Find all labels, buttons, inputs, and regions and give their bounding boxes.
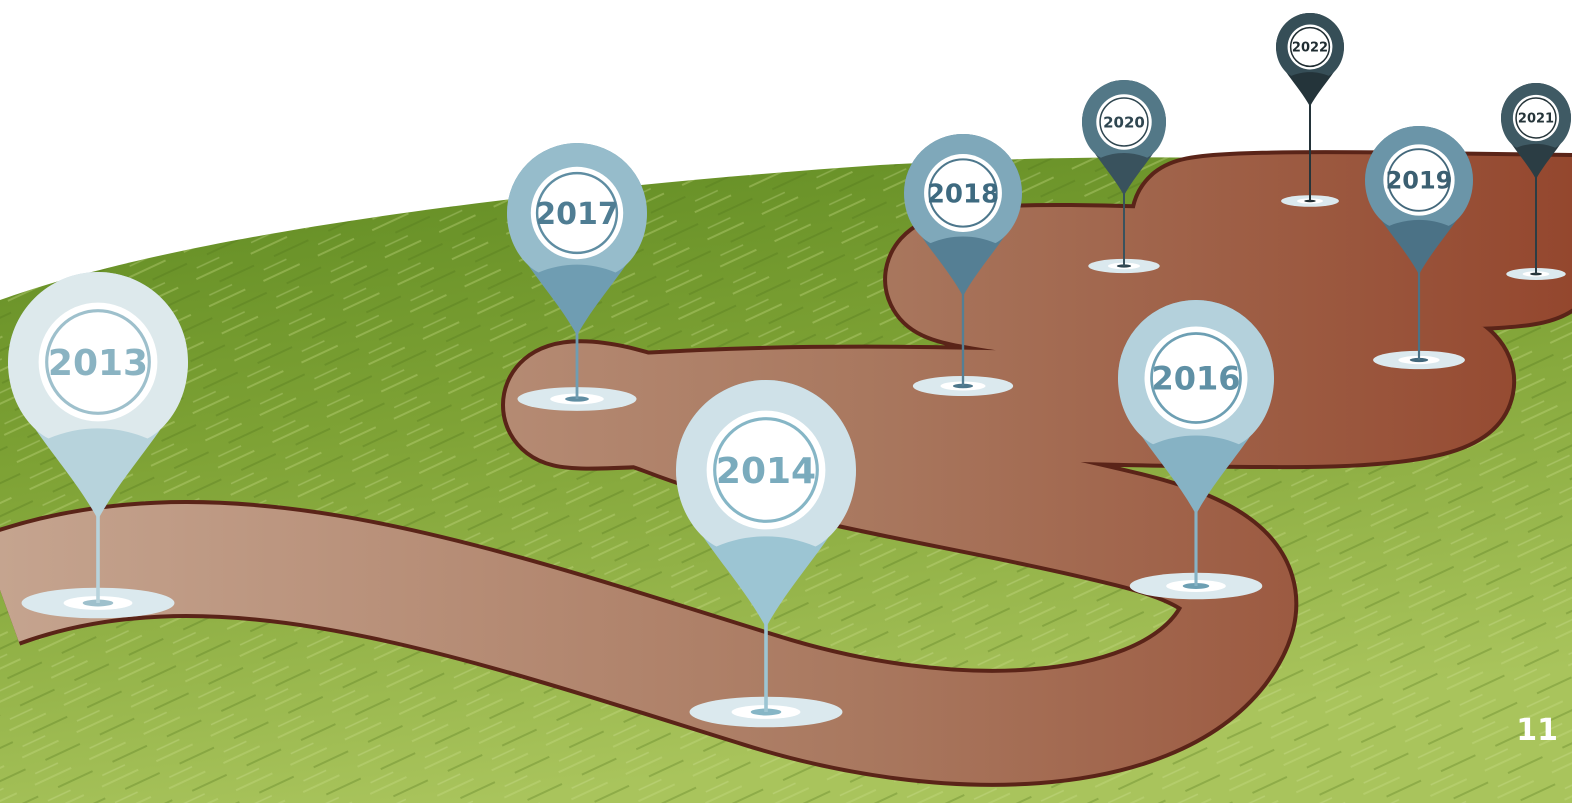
year-badge-ring: [1289, 26, 1331, 68]
milestone-pin-2017: 2017: [507, 143, 647, 411]
year-label: 2020: [1103, 113, 1145, 131]
milestone-pin-2021: 2021: [1501, 83, 1571, 280]
page-number: 11: [1516, 713, 1558, 748]
year-label: 2017: [535, 197, 619, 232]
year-label: 2021: [1518, 112, 1554, 127]
milestone-pin-2022: 2022: [1276, 13, 1344, 207]
year-badge: [1287, 24, 1333, 70]
year-badge-ring: [928, 158, 998, 228]
milestone-pin-2018: 2018: [904, 134, 1022, 397]
year-label: 2018: [927, 179, 999, 209]
year-label: 2019: [1386, 167, 1453, 195]
year-badge-ring: [45, 309, 151, 415]
year-badge: [1144, 326, 1248, 430]
year-badge-ring: [713, 417, 819, 523]
year-badge: [1383, 144, 1455, 216]
year-badge: [530, 166, 624, 260]
year-badge: [924, 154, 1002, 232]
year-badge-ring: [1387, 148, 1451, 212]
milestone-pin-2020: 2020: [1082, 80, 1166, 274]
milestone-markers: 2022 2021 2020 2019 2018 2017 2016 2013 2014: [8, 13, 1571, 728]
year-badge-ring: [1150, 332, 1242, 424]
year-badge: [1096, 94, 1152, 150]
year-label: 2022: [1292, 41, 1328, 56]
year-badge-ring: [535, 171, 619, 255]
year-badge-ring: [1515, 97, 1557, 139]
milestone-pin-2019: 2019: [1365, 126, 1473, 370]
year-label: 2013: [48, 343, 148, 384]
year-label: 2014: [716, 451, 816, 492]
year-badge: [706, 410, 826, 530]
year-badge: [38, 302, 158, 422]
year-badge-ring: [1099, 97, 1149, 147]
year-badge: [1512, 94, 1560, 142]
milestone-pin-2016: 2016: [1118, 300, 1274, 600]
year-label: 2016: [1151, 360, 1240, 398]
milestone-pin-2014: 2014: [676, 380, 856, 728]
milestone-pin-2013: 2013: [8, 272, 188, 619]
